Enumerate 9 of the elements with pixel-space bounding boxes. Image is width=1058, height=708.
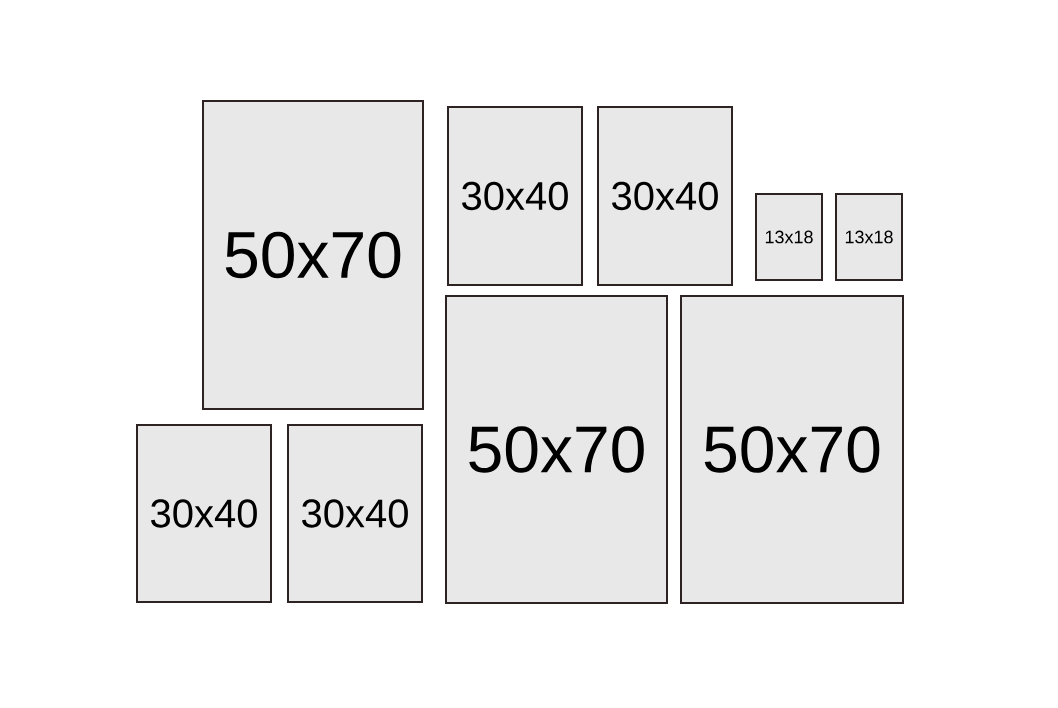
picture-frame: 13x18 bbox=[755, 193, 823, 281]
picture-frame: 13x18 bbox=[835, 193, 903, 281]
picture-frame: 50x70 bbox=[202, 100, 424, 410]
picture-frame: 30x40 bbox=[287, 424, 423, 603]
picture-frame: 30x40 bbox=[136, 424, 272, 603]
picture-frame: 50x70 bbox=[680, 295, 904, 604]
picture-frame: 30x40 bbox=[447, 106, 583, 286]
picture-frame: 30x40 bbox=[597, 106, 733, 286]
picture-frame: 50x70 bbox=[445, 295, 668, 604]
